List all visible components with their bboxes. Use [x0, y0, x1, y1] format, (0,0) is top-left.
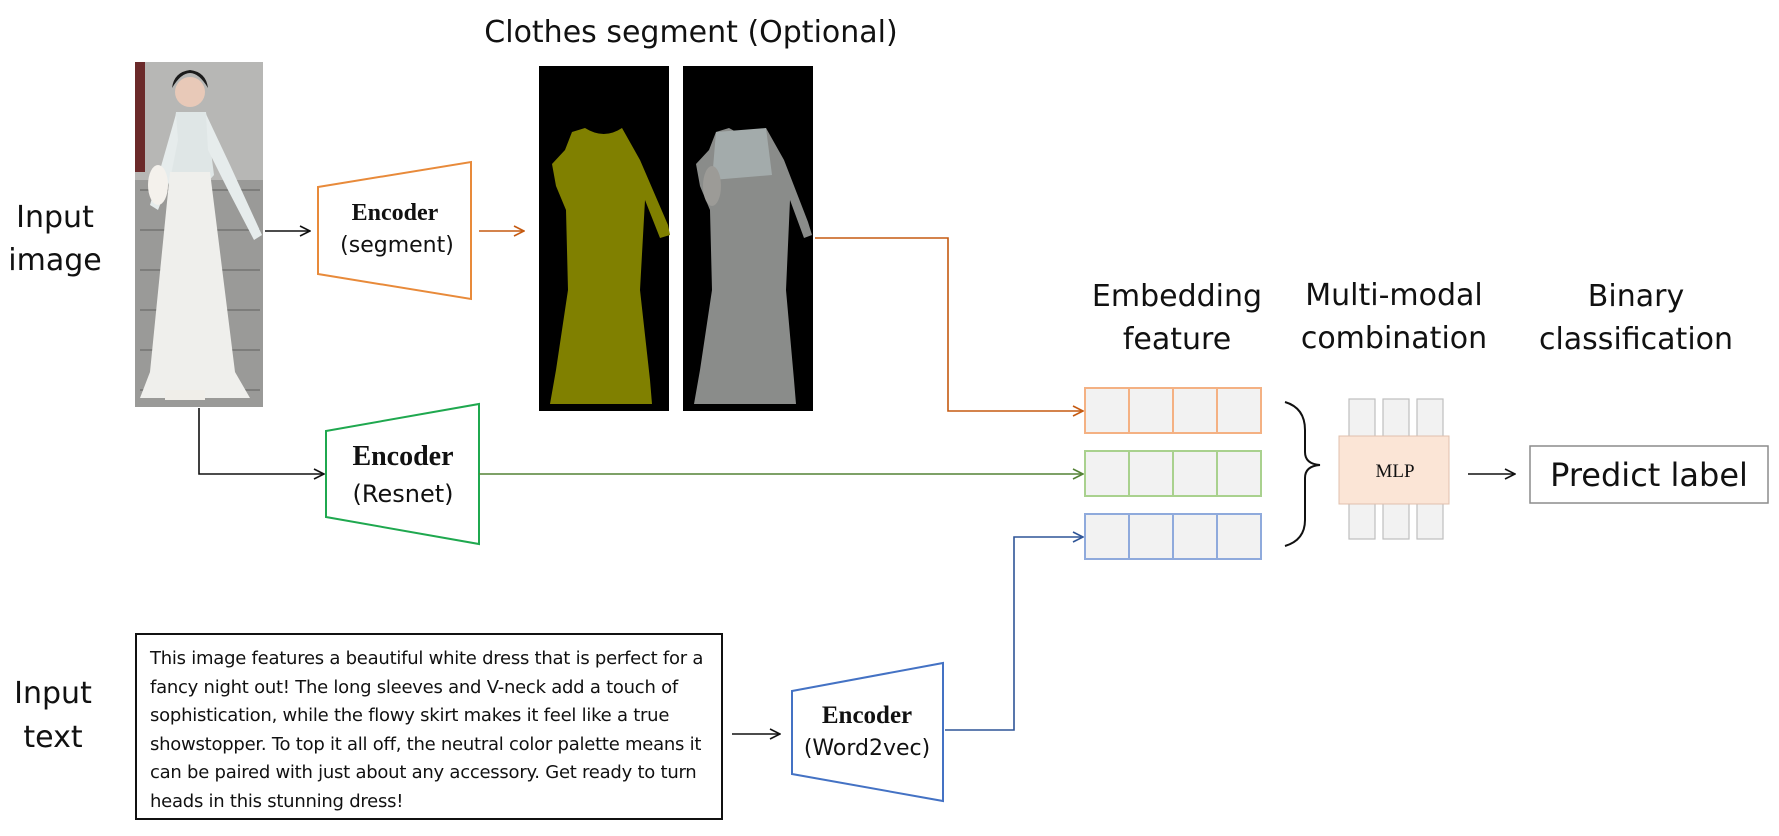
- encoder-segment-title: Encoder: [352, 200, 439, 226]
- encoder-word2vec: Encoder (Word2vec): [791, 661, 944, 803]
- input-image: [135, 62, 263, 407]
- embedding-feature-title: Embedding: [1092, 279, 1262, 314]
- encoder-word2vec-subtitle: (Word2vec): [804, 736, 930, 761]
- input-image-label: Input: [16, 200, 94, 235]
- encoder-resnet: Encoder (Resnet): [325, 402, 480, 546]
- mlp-block: MLP: [1338, 398, 1450, 540]
- arrow-image-to-resnet-encoder: [198, 408, 324, 474]
- multimodal-title: Multi-modal: [1305, 278, 1483, 313]
- encoder-resnet-title: Encoder: [352, 441, 453, 472]
- clothes-segment-title: Clothes segment (Optional): [484, 15, 897, 50]
- encoder-resnet-subtitle: (Resnet): [353, 480, 454, 508]
- embedding-vector-resnet: [1084, 450, 1262, 497]
- binary-classification-title: Binary: [1588, 279, 1684, 314]
- combine-brace: [1284, 401, 1321, 547]
- arrow-segment-to-embedding: [815, 237, 1083, 411]
- input-text-box: This image features a beautiful white dr…: [135, 633, 723, 820]
- multimodal-title-2: combination: [1301, 321, 1487, 356]
- input-text-content: This image features a beautiful white dr…: [150, 648, 704, 812]
- arrow-word2vec-to-embedding: [945, 537, 1083, 731]
- predict-label-text: Predict label: [1550, 456, 1748, 494]
- input-text-label-2: text: [23, 720, 82, 755]
- embedding-feature-title-2: feature: [1123, 322, 1231, 357]
- embedding-vector-segment: [1084, 387, 1262, 434]
- encoder-segment-subtitle: (segment): [340, 233, 454, 258]
- segment-mask-image: [539, 66, 670, 411]
- input-text-label: Input: [14, 676, 92, 711]
- binary-classification-title-2: classification: [1539, 322, 1733, 357]
- input-image-label-2: image: [8, 243, 101, 278]
- encoder-word2vec-title: Encoder: [822, 702, 912, 729]
- predict-label-box: Predict label: [1529, 445, 1769, 504]
- embedding-vector-word2vec: [1084, 513, 1262, 560]
- segment-clothes-image: [683, 66, 813, 411]
- mlp-label: MLP: [1375, 461, 1414, 482]
- encoder-segment: Encoder (segment): [317, 160, 472, 301]
